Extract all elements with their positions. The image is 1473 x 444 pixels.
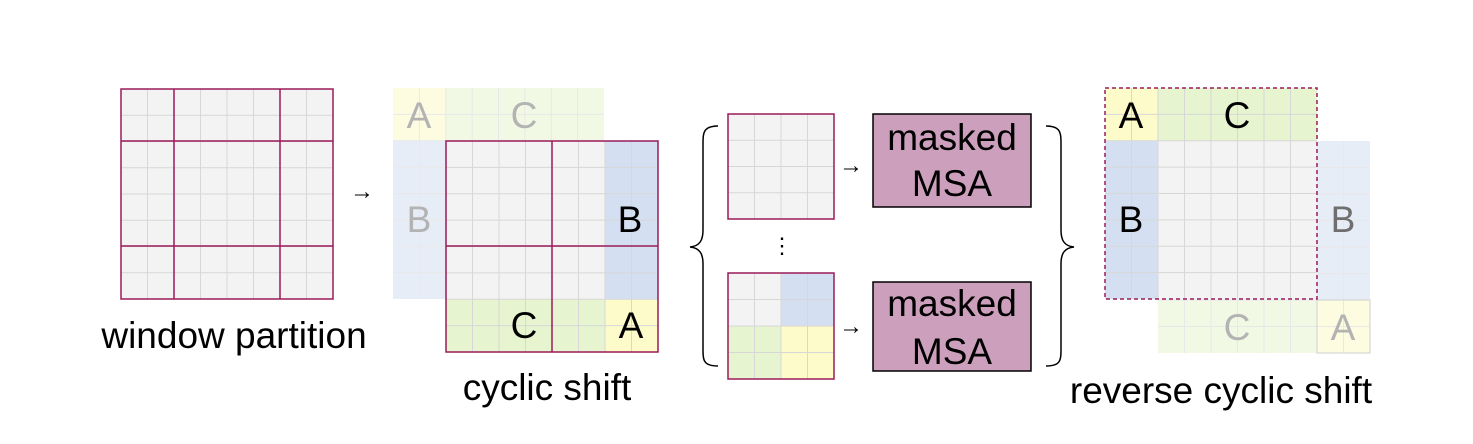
window-bottom-mixed [727, 272, 835, 380]
arrow-icon: → [350, 178, 374, 205]
window-partition-label: window partition [100, 315, 366, 356]
ghost-region-b-label: B [1331, 199, 1356, 240]
window-partition-panel: window partition [100, 88, 367, 356]
arrow-icon: → [839, 313, 863, 340]
ghost-region-a-label: A [1331, 307, 1356, 348]
region-b-label: B [1119, 199, 1144, 240]
region-a-label: A [619, 305, 644, 346]
vertical-ellipsis-icon: ⋮ [771, 233, 793, 258]
window-partition-borders [120, 88, 334, 300]
reverse-cyclic-shift-label: reverse cyclic shift [1070, 370, 1373, 411]
region-c-label: C [511, 305, 538, 346]
masked-msa-block-2: masked MSA [872, 281, 1032, 372]
masked-msa-panel: ⋮ → → masked MSA masked MSA [727, 113, 1032, 380]
reverse-window-border [1104, 87, 1318, 300]
msa-block-line2: MSA [912, 163, 993, 204]
patch-grid [1105, 88, 1317, 299]
ghost-region-a-label: A [407, 95, 432, 136]
patch-grid [728, 273, 834, 379]
region-b-label: B [618, 199, 643, 240]
right-brace-icon [1045, 125, 1075, 367]
cyclic-shift-window-borders [445, 140, 659, 353]
cyclic-shift-label: cyclic shift [463, 367, 632, 408]
ghost-region-c-label: C [511, 95, 538, 136]
reverse-cyclic-shift-panel: B C A A C B reverse cyclic shift [1070, 87, 1373, 411]
cyclic-shift-panel: A C B B C A cyclic shift [393, 88, 659, 408]
left-brace-icon [689, 125, 719, 367]
ghost-region-b-label: B [407, 199, 432, 240]
ghost-region-c-label: C [1224, 307, 1251, 348]
msa-block-line1: masked [887, 283, 1017, 324]
region-a-label: A [1119, 95, 1144, 136]
arrow-icon: → [839, 152, 863, 179]
patch-grid [728, 114, 834, 219]
window-top [727, 113, 835, 220]
masked-msa-block-1: masked MSA [872, 113, 1032, 208]
msa-block-line2: MSA [912, 331, 993, 372]
region-c-label: C [1224, 95, 1251, 136]
msa-block-line1: masked [887, 117, 1017, 158]
